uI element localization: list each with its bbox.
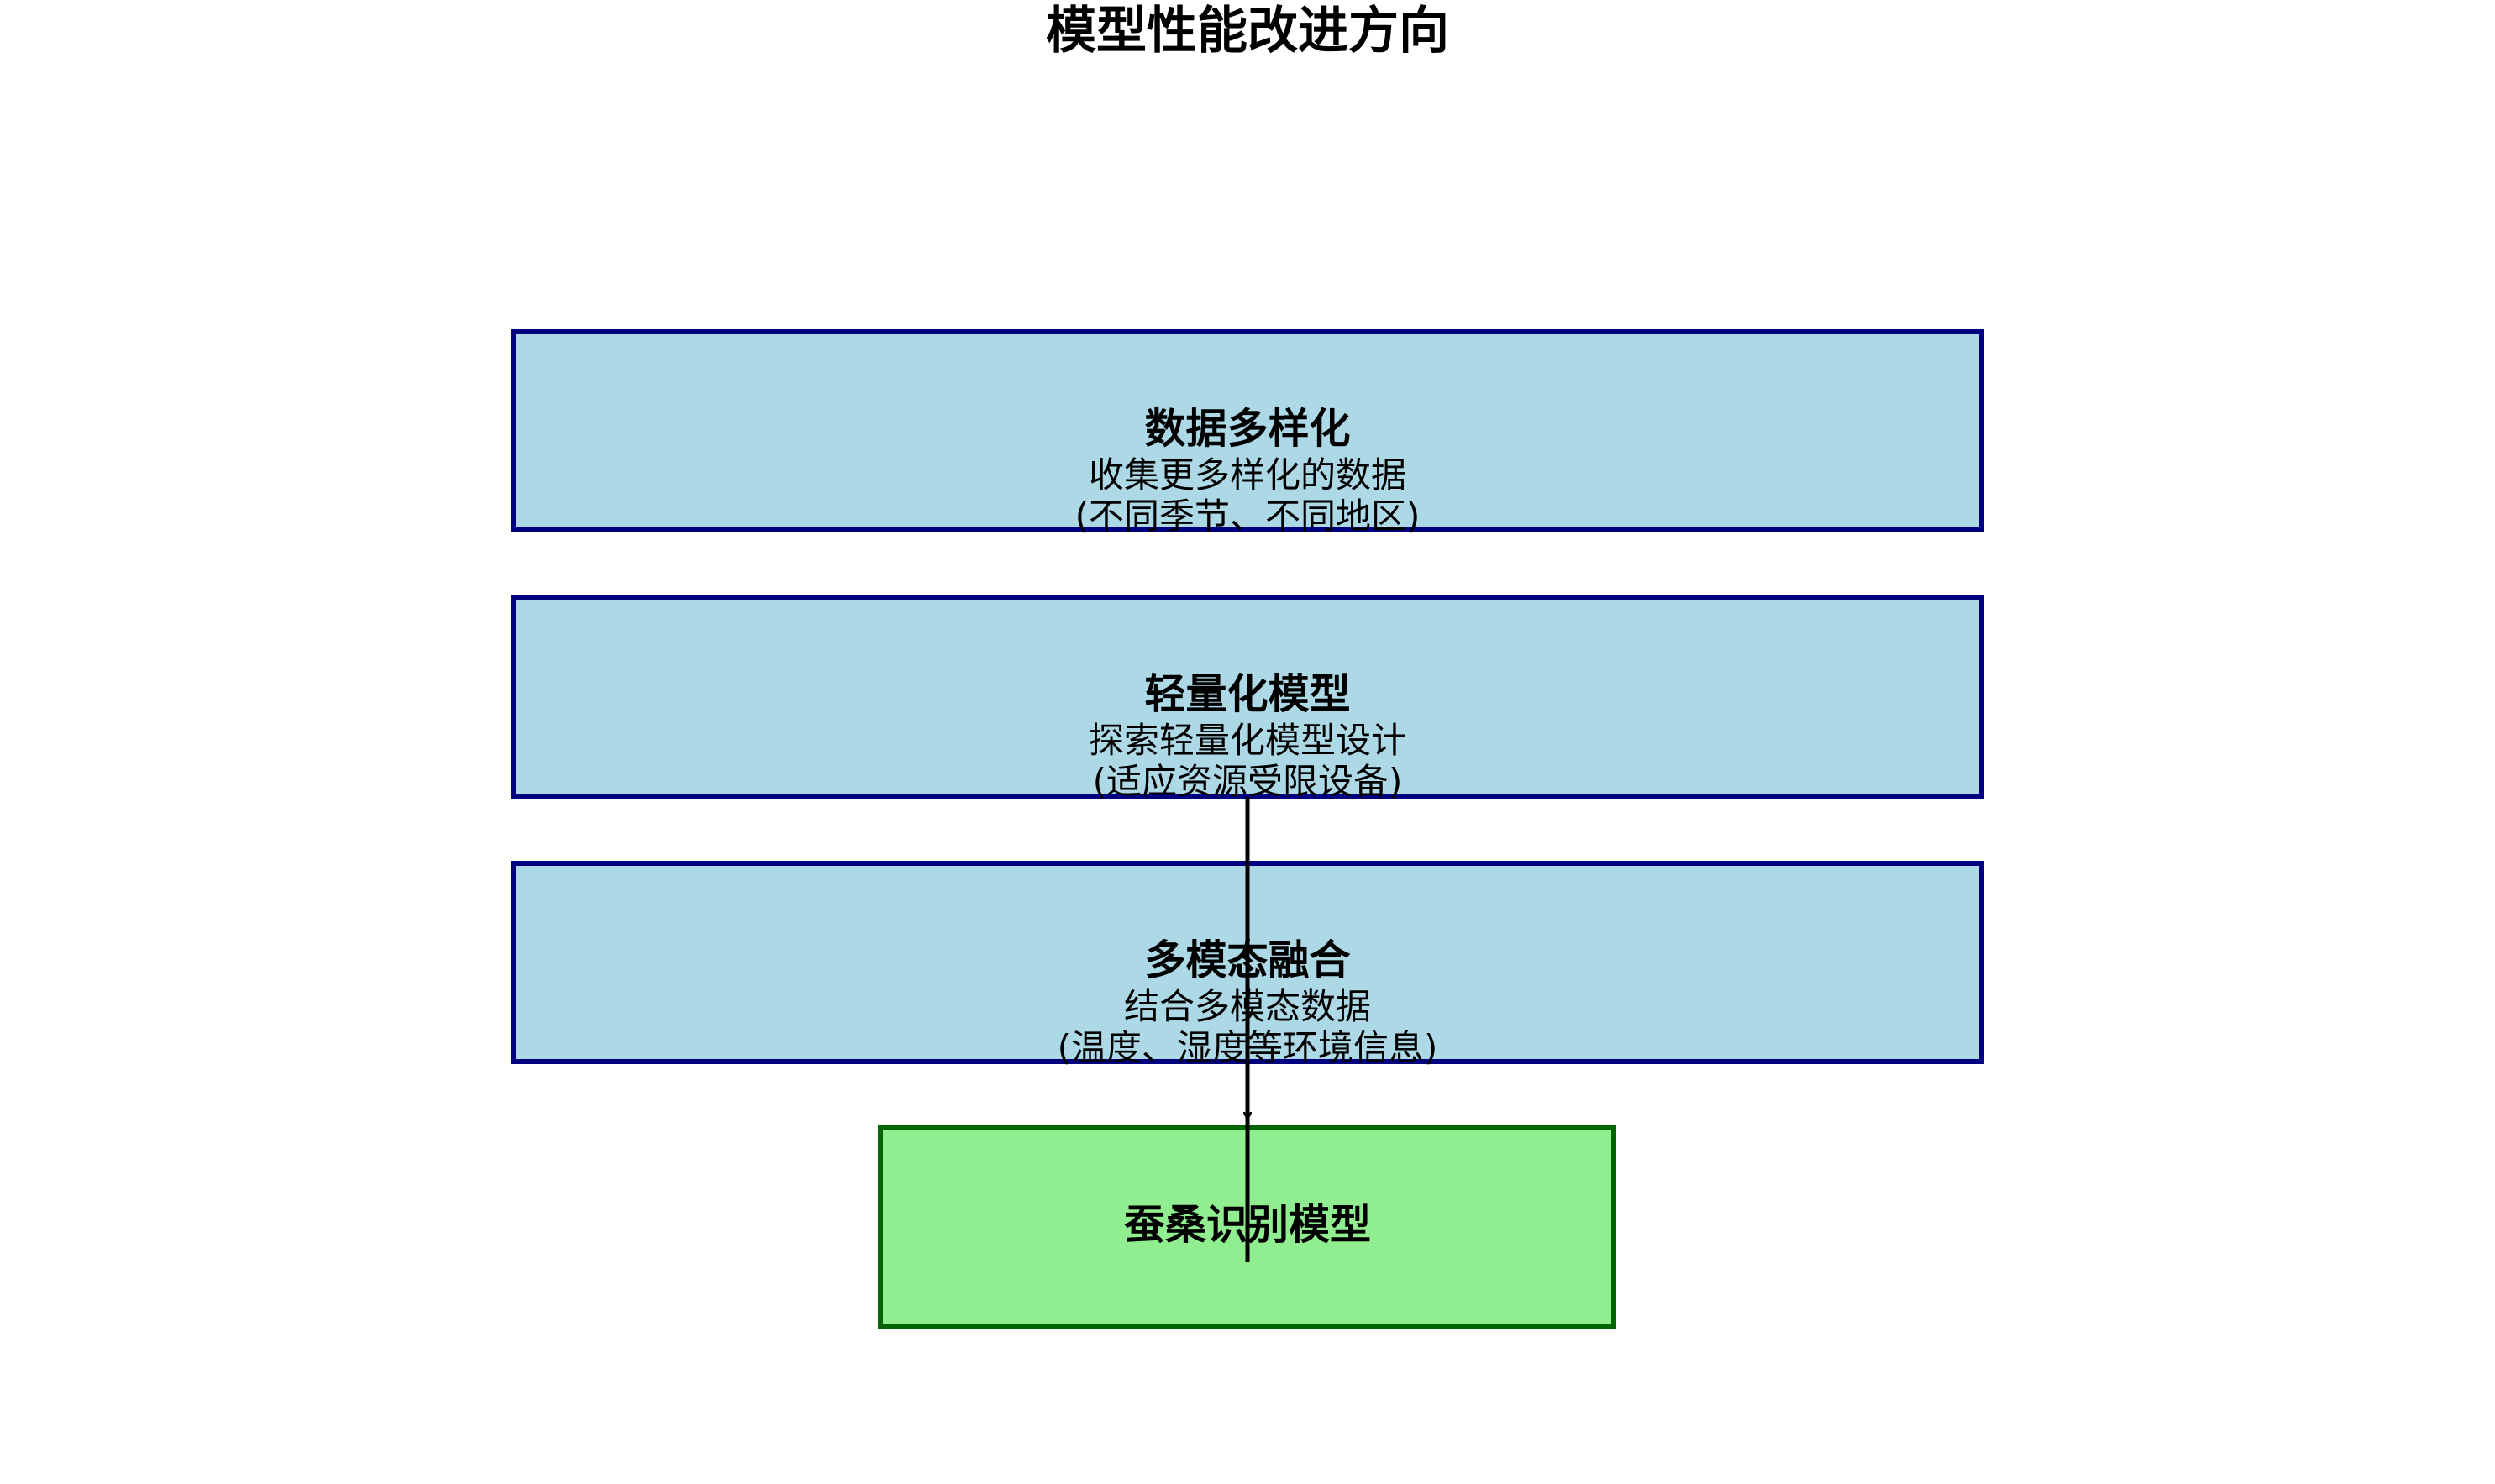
improvement-description: 收集更多样化的数据 — [1089, 454, 1406, 496]
improvement-box-lightweight-model: 轻量化模型 探索轻量化模型设计 (适应资源受限设备) — [511, 595, 1984, 802]
diagram-title: 模型性能改进方向 — [1046, 2, 1449, 60]
improvement-detail: (适应资源受限设备) — [1093, 761, 1403, 802]
improvement-box-frame — [511, 595, 1984, 799]
improvement-detail: (不同季节、不同地区) — [1075, 496, 1421, 537]
improvement-title: 轻量化模型 — [1144, 670, 1350, 718]
improvement-description: 探索轻量化模型设计 — [1089, 720, 1406, 761]
improvement-title: 数据多样化 — [1144, 405, 1350, 453]
improvement-box-frame — [511, 329, 1984, 532]
improvement-box-data-diversity: 数据多样化 收集更多样化的数据 (不同季节、不同地区) — [511, 329, 1984, 537]
